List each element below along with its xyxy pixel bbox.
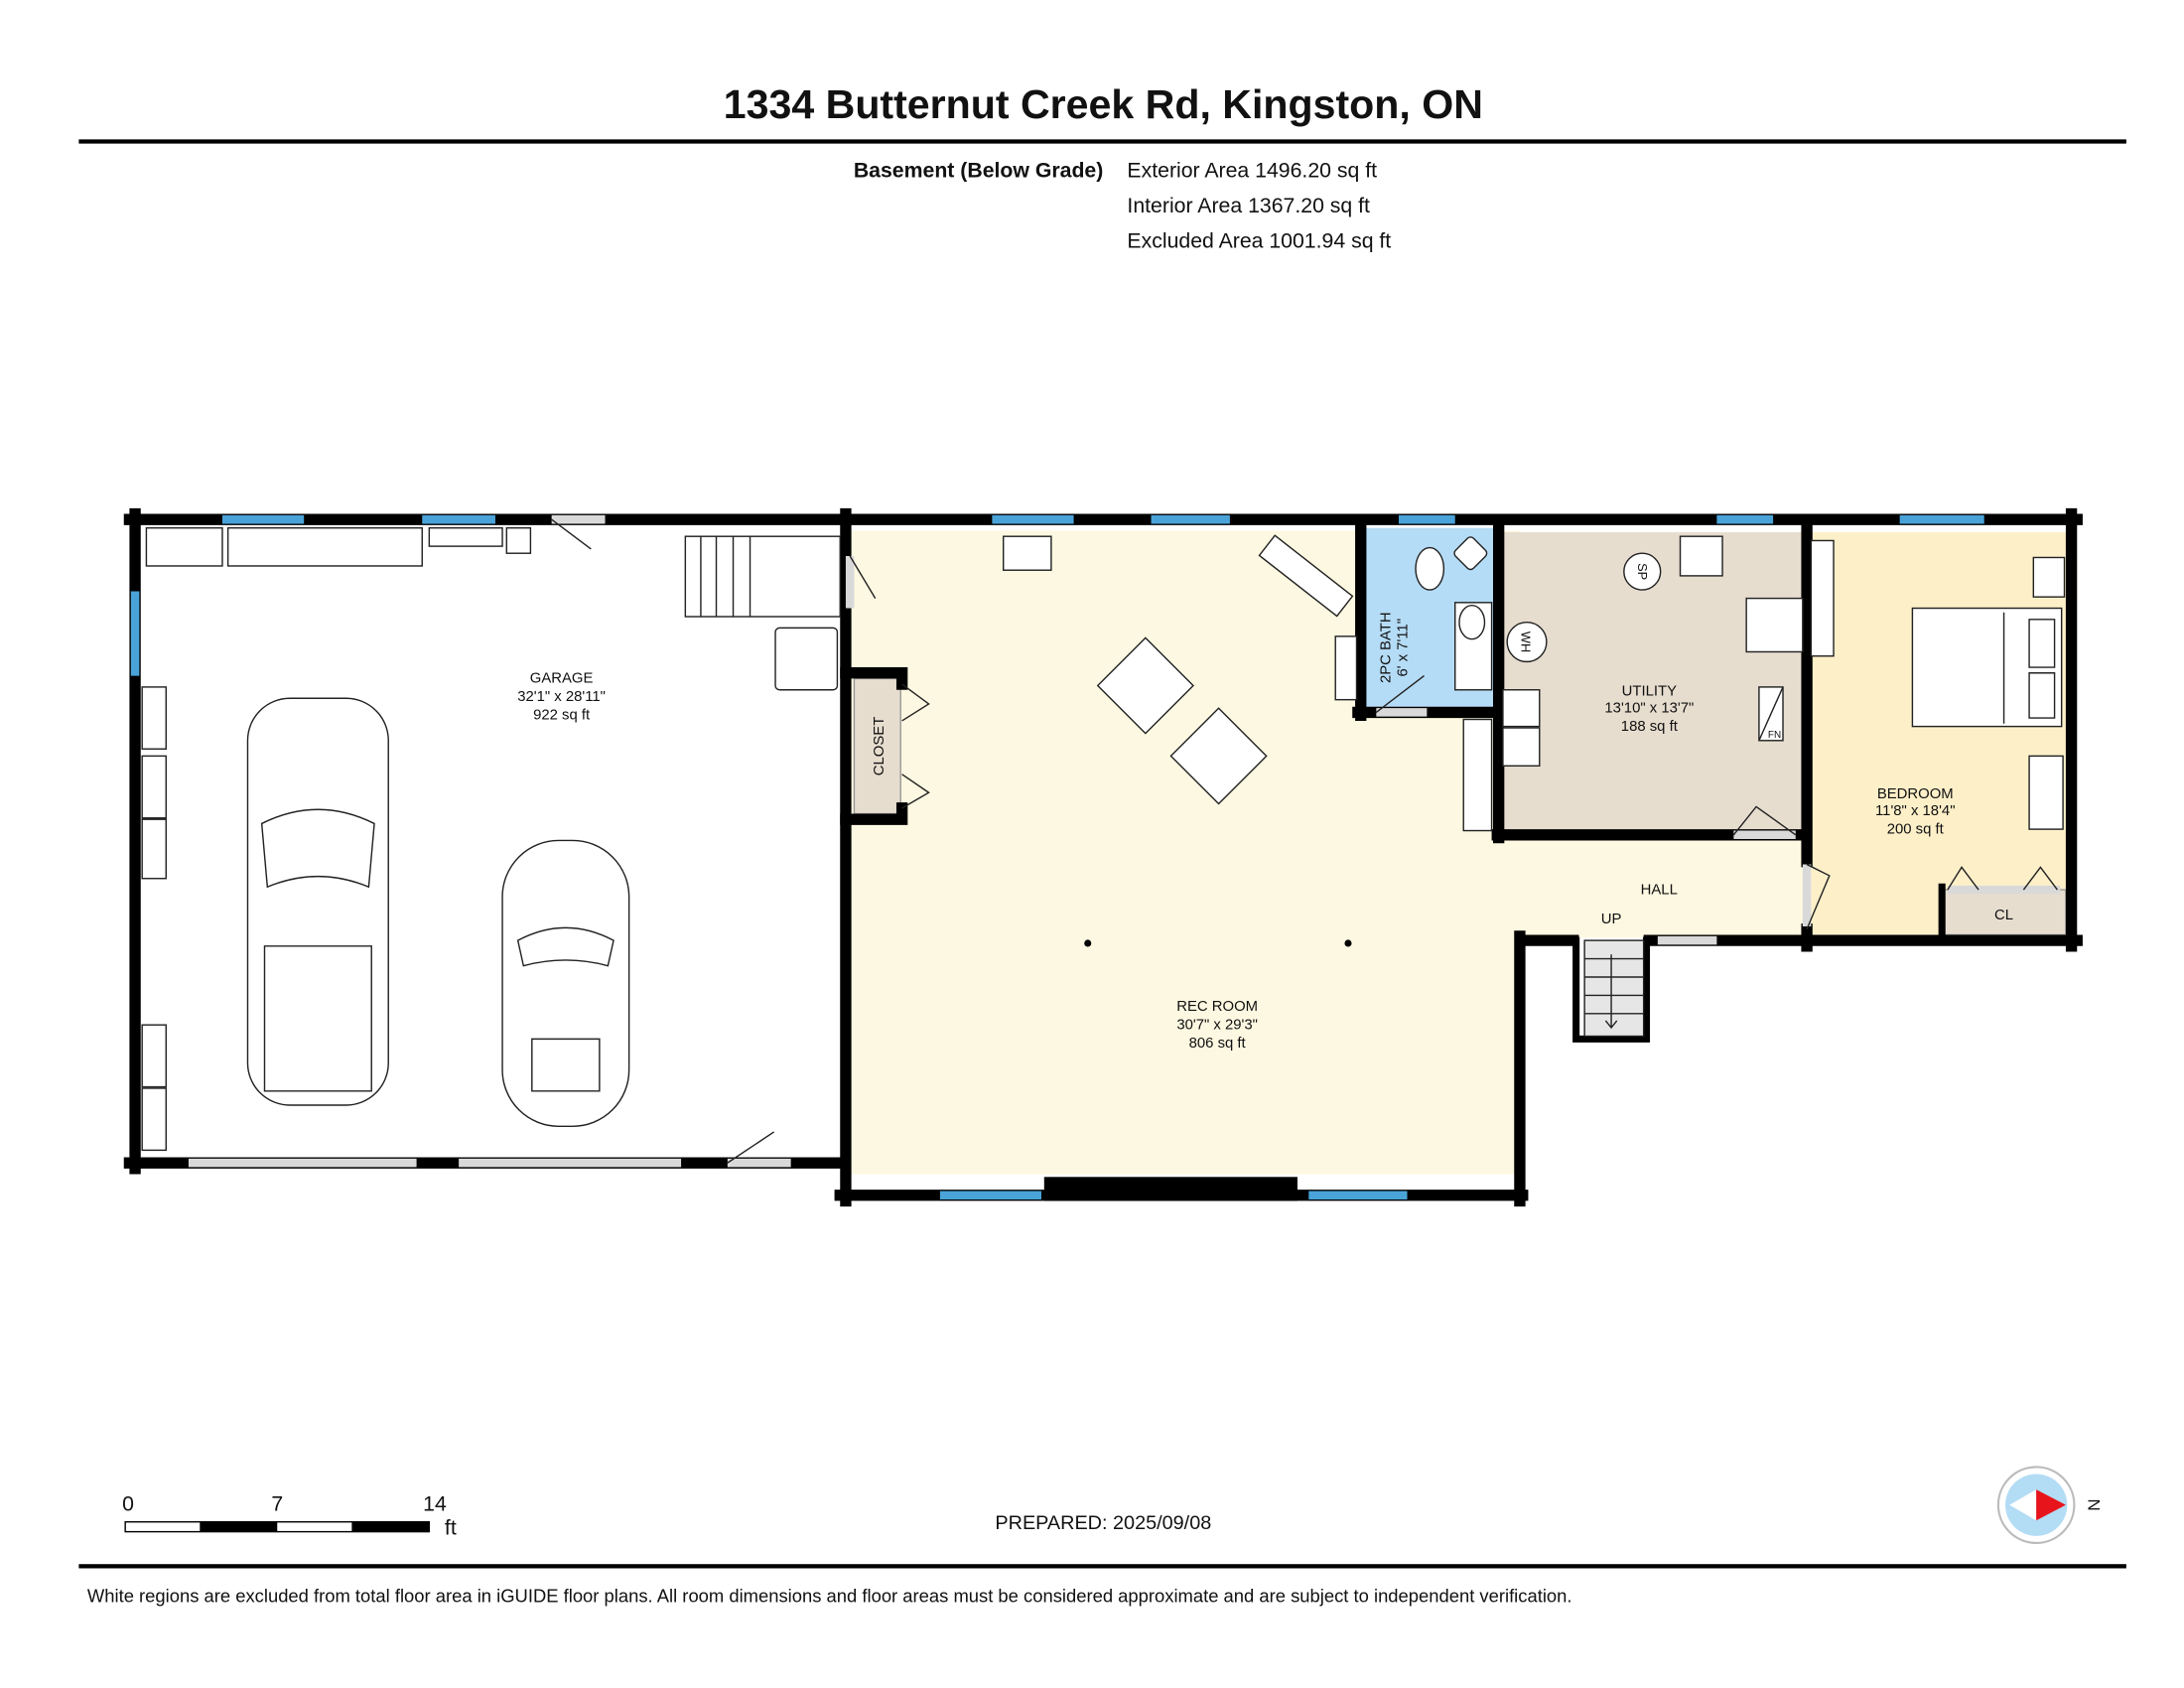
garage-area: 922 sq ft	[533, 708, 591, 724]
closet-name: CLOSET	[872, 717, 887, 776]
furnace-label: FN	[1768, 730, 1781, 741]
other-fixtures: WH SP FN	[1415, 535, 2066, 1038]
scale-unit: ft	[445, 1515, 457, 1539]
scale-bar: 0 7 14 ft	[122, 1491, 457, 1539]
rec-room-dims: 30'7" x 29'3"	[1176, 1017, 1258, 1033]
garage-stairs	[684, 535, 841, 618]
rec-room-name: REC ROOM	[1176, 999, 1258, 1015]
doors	[551, 518, 2058, 1164]
hall-name: HALL	[1641, 882, 1678, 898]
garage-dims: 32'1" x 28'11"	[517, 689, 606, 705]
stairs-up-label: UP	[1601, 912, 1622, 927]
garage-fixtures	[141, 526, 841, 1152]
car-icon	[501, 839, 630, 1127]
disclaimer: White regions are excluded from total fl…	[87, 1586, 1572, 1607]
interior-area: Interior Area 1367.20 sq ft	[1127, 194, 1370, 217]
exterior-area: Exterior Area 1496.20 sq ft	[1127, 159, 1377, 183]
utility-dims: 13'10" x 13'7"	[1604, 700, 1694, 716]
compass-icon: N	[1996, 1466, 2104, 1545]
armchair-icon	[1169, 707, 1268, 805]
bedroom-area	[1811, 531, 2068, 935]
utility-area-label: 188 sq ft	[1621, 719, 1679, 735]
scale-tick-0: 0	[122, 1491, 134, 1515]
room-labels: GARAGE 32'1" x 28'11" 922 sq ft REC ROOM…	[517, 612, 2013, 1051]
page-title: 1334 Butternut Creek Rd, Kingston, ON	[724, 81, 1483, 127]
bath-dims: 6' x 7'11"	[1396, 619, 1412, 677]
pickup-truck-icon	[246, 697, 389, 1106]
garage-name: GARAGE	[530, 671, 594, 687]
cl-name: CL	[1994, 908, 2013, 923]
compass-north-label: N	[2085, 1499, 2104, 1511]
stairs-up	[1583, 939, 1645, 1038]
armchair-icon	[1096, 636, 1194, 735]
level-label: Basement (Below Grade)	[854, 159, 1104, 183]
rec-room-fixtures	[1002, 534, 1493, 947]
bath-name: 2PC BATH	[1379, 612, 1395, 683]
scale-tick-7: 7	[271, 1491, 283, 1515]
scale-tick-14: 14	[423, 1491, 447, 1515]
utility-sink-icon	[1679, 535, 1723, 577]
sump-pump-icon	[1623, 552, 1662, 591]
footer-rule	[78, 1564, 2126, 1569]
prepared-date: PREPARED: 2025/09/08	[995, 1512, 1211, 1534]
header-rule	[78, 139, 2126, 144]
bedroom-area-label: 200 sq ft	[1887, 821, 1945, 837]
water-heater-icon	[1506, 621, 1548, 663]
bedroom-dims: 11'8" x 18'4"	[1875, 803, 1955, 819]
sump-pump-label: SP	[1635, 563, 1650, 580]
hall-area	[1497, 839, 1810, 938]
water-heater-label: WH	[1518, 632, 1533, 652]
excluded-area: Excluded Area 1001.94 sq ft	[1127, 229, 1391, 253]
windows	[130, 514, 2061, 1200]
utility-name: UTILITY	[1622, 683, 1677, 699]
toilet-icon	[1415, 546, 1445, 591]
bedroom-name: BEDROOM	[1877, 786, 1954, 802]
rec-room-area-label: 806 sq ft	[1189, 1036, 1247, 1052]
